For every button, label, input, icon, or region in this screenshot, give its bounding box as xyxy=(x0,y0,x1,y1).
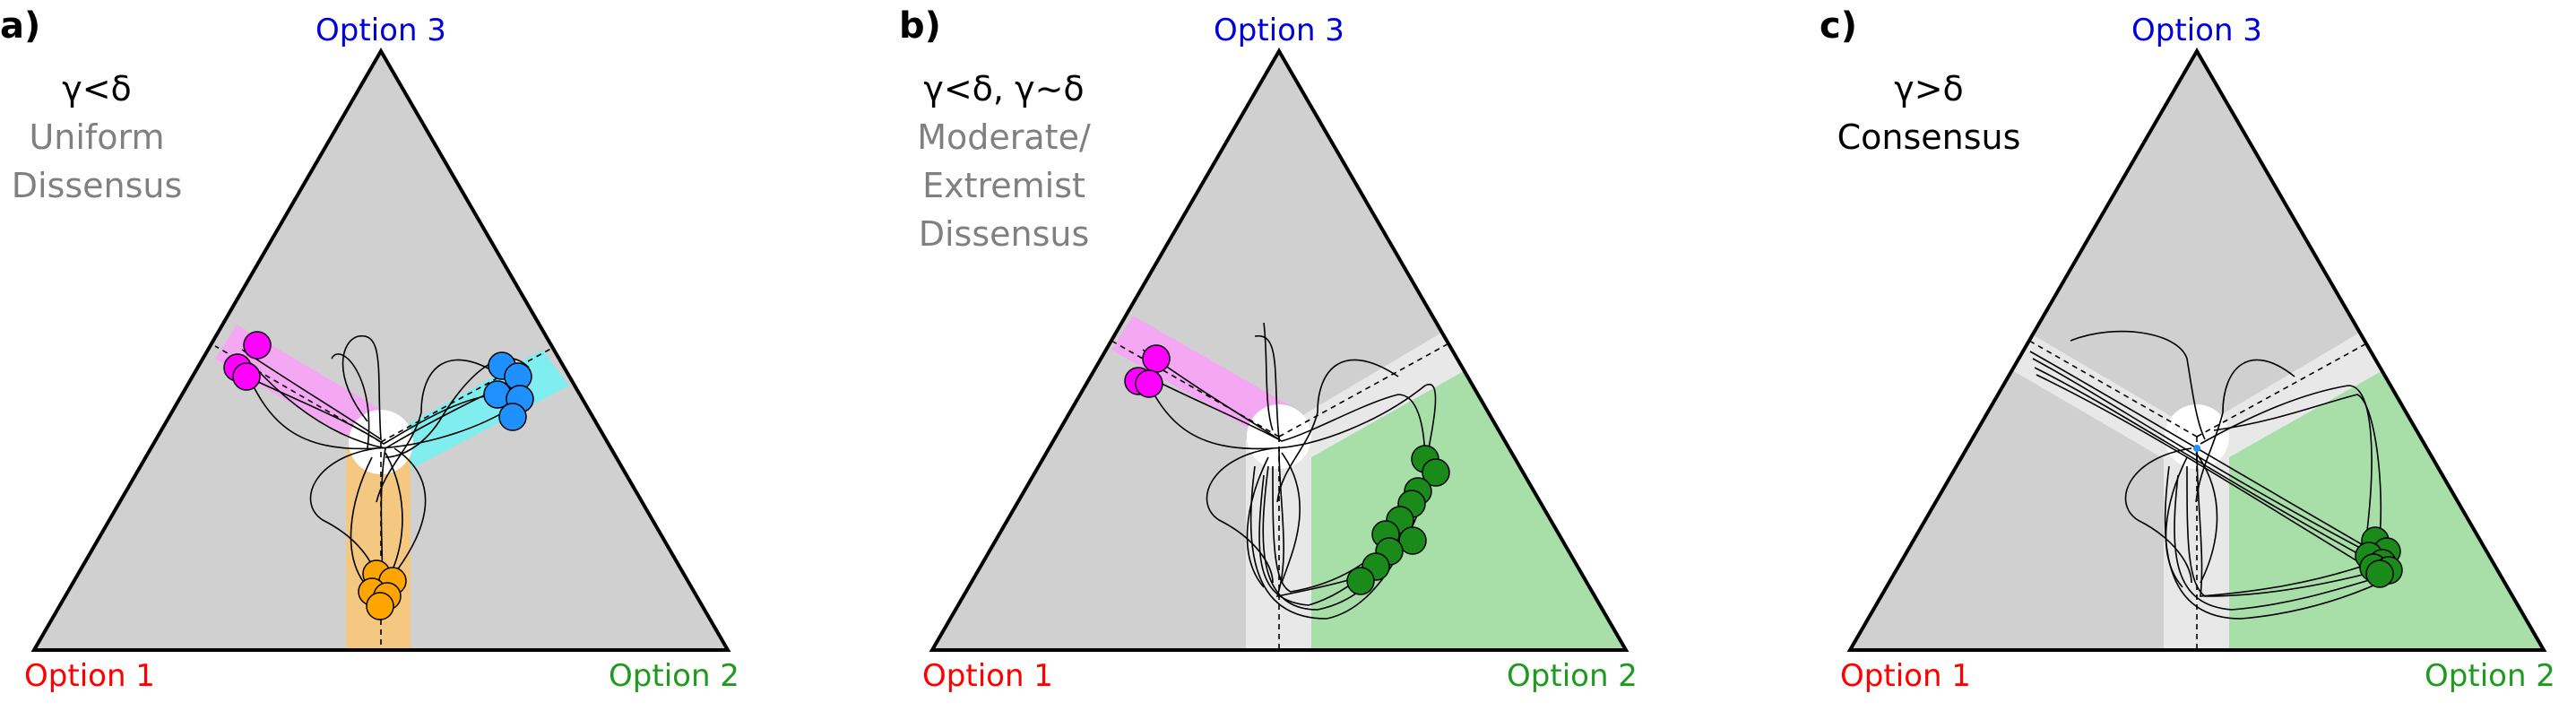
panel-a-subtitle-line1: Uniform xyxy=(29,117,164,157)
panel-a-blue-agents xyxy=(483,351,534,431)
panel-b-green-agents xyxy=(1346,445,1450,595)
panel-b-simplex-outline xyxy=(929,48,1629,652)
panel-b-option2-label: Option 2 xyxy=(1507,658,1638,694)
agent-dot xyxy=(1135,369,1163,398)
panel-b-regions xyxy=(932,51,1626,650)
agent-dot xyxy=(1142,344,1171,373)
panel-c-simplex-outline xyxy=(1846,48,2547,652)
panel-a: a) Option 3 Option 1 Option 2 γ<δ Unifor… xyxy=(0,5,739,694)
panel-c-option2-label: Option 2 xyxy=(2425,658,2555,694)
agent-dot xyxy=(243,331,272,360)
panel-b-light-band-right xyxy=(1277,332,1470,457)
agent-dot xyxy=(498,403,527,431)
panel-b: b) Option 3 Option 1 Option 2 γ<δ, γ~δ M… xyxy=(899,5,1638,694)
panel-b-magenta-agents xyxy=(1124,344,1171,398)
panel-c-center-marker xyxy=(2193,445,2200,452)
panel-a-option3-band xyxy=(346,448,411,650)
agent-dot xyxy=(232,362,261,391)
panel-b-subtitle-line3: Dissensus xyxy=(919,214,1090,254)
panel-b-option2-region xyxy=(1311,368,1626,650)
agent-dot xyxy=(1398,526,1427,555)
panel-a-magenta-agents xyxy=(223,331,272,391)
panel-b-subtitle-line2: Extremist xyxy=(922,166,1085,205)
panel-a-option2-label: Option 2 xyxy=(609,658,739,694)
panel-b-condition: γ<δ, γ~δ xyxy=(923,69,1084,108)
panel-b-dashed-axes xyxy=(1111,340,1455,650)
agent-dot xyxy=(366,592,394,620)
panel-a-background-region xyxy=(34,51,728,650)
panel-c-option3-label: Option 3 xyxy=(2131,13,2262,48)
panel-a-condition: γ<δ xyxy=(62,69,132,108)
panel-a-regions xyxy=(34,51,728,650)
panel-c-trajectories xyxy=(2029,330,2382,620)
panel-c-dashed-axes xyxy=(2028,340,2373,650)
panel-a-orange-agents xyxy=(358,559,407,620)
panel-a-letter: a) xyxy=(0,5,40,47)
panel-c-regions xyxy=(1850,51,2544,650)
panel-c-option1-label: Option 1 xyxy=(1840,658,1971,694)
panel-b-letter: b) xyxy=(899,5,941,47)
panel-b-subtitle-line1: Moderate/ xyxy=(917,117,1091,157)
panel-c-subtitle-line1: Consensus xyxy=(1837,117,2021,157)
panel-c-green-agents xyxy=(2355,526,2403,588)
agent-dot xyxy=(1422,458,1450,487)
panel-b-option1-label: Option 1 xyxy=(922,658,1053,694)
panel-a-option3-label: Option 3 xyxy=(316,13,446,48)
panel-c: c) Option 3 Option 1 Option 2 γ>δ Consen… xyxy=(1820,5,2555,694)
panel-a-option1-label: Option 1 xyxy=(24,658,155,694)
panel-b-option3-label: Option 3 xyxy=(1214,13,1344,48)
panel-a-simplex-outline xyxy=(30,48,731,652)
panel-c-condition: γ>δ xyxy=(1894,69,1964,108)
panel-a-subtitle-line2: Dissensus xyxy=(12,166,183,205)
panel-c-letter: c) xyxy=(1820,5,1857,47)
panel-c-option2-region xyxy=(2229,368,2544,650)
agent-dot xyxy=(1346,567,1375,595)
agent-dot xyxy=(2365,559,2394,588)
